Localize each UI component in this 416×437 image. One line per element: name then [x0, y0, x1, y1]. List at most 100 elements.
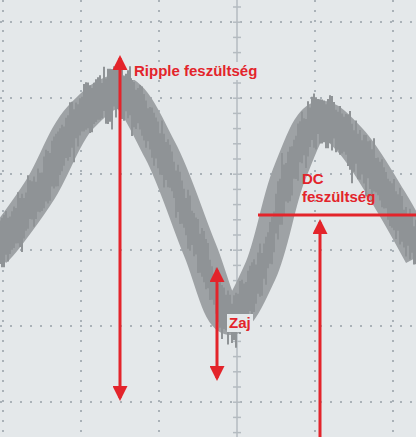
noise-spike — [0, 221, 1, 264]
noise-spike — [359, 130, 361, 180]
grid-line — [80, 0, 82, 437]
dc-label: DC feszültség — [300, 170, 396, 206]
noise-spike — [401, 196, 403, 242]
noise-spike — [103, 67, 105, 111]
noise-spike — [221, 285, 223, 339]
noise-spike — [353, 130, 355, 171]
noise-spike — [287, 152, 289, 203]
axis-tick — [233, 432, 241, 434]
noise-spike — [179, 172, 181, 224]
noise-spike — [325, 104, 327, 148]
noise-spike — [259, 244, 261, 297]
noise-spike — [361, 140, 363, 174]
noise-spike — [199, 234, 201, 273]
noise-spike — [303, 118, 305, 155]
noise-spike — [223, 288, 225, 329]
noise-spike — [383, 167, 385, 208]
noise-spike — [163, 134, 165, 188]
noise-spike — [357, 134, 359, 179]
noise-spike — [263, 243, 265, 278]
noise-spike — [59, 128, 61, 175]
ripple-arrow — [119, 58, 122, 398]
noise-spike — [191, 211, 193, 245]
noise-spike — [331, 96, 333, 150]
noise-spike — [313, 94, 315, 148]
noise-spike — [19, 198, 21, 247]
noise-spike — [91, 88, 93, 132]
noise-spike — [115, 65, 117, 118]
noise-spike — [321, 99, 323, 143]
dc-level-line — [258, 214, 416, 217]
noise-spike — [87, 83, 89, 129]
noise-spike — [75, 103, 77, 139]
noise-spike — [23, 198, 25, 239]
axis-tick — [233, 82, 241, 84]
noise-spike — [107, 69, 109, 124]
noise-spike — [267, 232, 269, 268]
noise-spike — [277, 181, 279, 239]
noise-spike — [375, 158, 377, 193]
noise-spike — [17, 192, 19, 243]
noise-spike — [385, 172, 387, 208]
noise-spike — [83, 84, 85, 131]
noise-spike — [181, 181, 183, 224]
noise-spike — [175, 171, 177, 218]
noise-spike — [49, 153, 51, 201]
noise-spike — [389, 181, 391, 226]
noise-spike — [413, 226, 415, 264]
noise-spike — [11, 211, 13, 249]
noise-spike — [203, 231, 205, 282]
noise-spike — [141, 86, 143, 135]
noise-spike — [273, 211, 275, 252]
noise-spike — [355, 120, 357, 163]
noise-spike — [193, 213, 195, 256]
axis-tick — [233, 158, 241, 160]
noise-spike — [307, 101, 309, 156]
noise-spike — [69, 102, 71, 157]
noisy-waveform — [0, 63, 416, 347]
noise-spike — [251, 262, 253, 316]
noise-spike — [207, 243, 209, 288]
noise-spike — [29, 180, 31, 219]
noise-spike — [347, 114, 349, 166]
noise-spike — [67, 115, 69, 161]
noise-spike — [99, 75, 101, 119]
noise-spike — [37, 168, 39, 211]
axis-tick — [233, 189, 241, 191]
grid-line — [392, 0, 394, 437]
noise-spike — [249, 266, 251, 311]
axis-tick — [233, 143, 241, 145]
noise-spike — [345, 114, 347, 155]
noise-spike — [381, 159, 383, 207]
noise-spike — [39, 173, 41, 213]
noise-spike — [79, 98, 81, 135]
noise-spike — [113, 66, 115, 106]
grid-line — [0, 401, 416, 403]
noise-spike — [291, 146, 293, 195]
noise-spike — [323, 101, 325, 143]
noise-spike — [337, 112, 339, 150]
noise-spike — [213, 274, 215, 305]
axis-tick — [233, 128, 241, 130]
noise-spike — [153, 113, 155, 166]
noise-spike — [155, 118, 157, 159]
noise-spike — [367, 141, 369, 178]
axis-tick — [233, 97, 241, 99]
noise-spike — [261, 253, 263, 296]
noise-spike — [335, 110, 337, 153]
noise-spike — [293, 140, 295, 179]
noise-spike — [105, 79, 107, 124]
noise-spike — [253, 259, 255, 312]
noise-spike — [21, 194, 23, 252]
axis-tick — [233, 6, 241, 8]
noise-spike — [289, 147, 291, 201]
noise-spike — [341, 113, 343, 153]
noise-spike — [9, 217, 11, 254]
noise-spike — [63, 127, 65, 166]
noise-spike — [257, 253, 259, 294]
noise-spike — [95, 79, 97, 122]
noise-spike — [269, 222, 271, 264]
noise-spike — [27, 175, 29, 229]
